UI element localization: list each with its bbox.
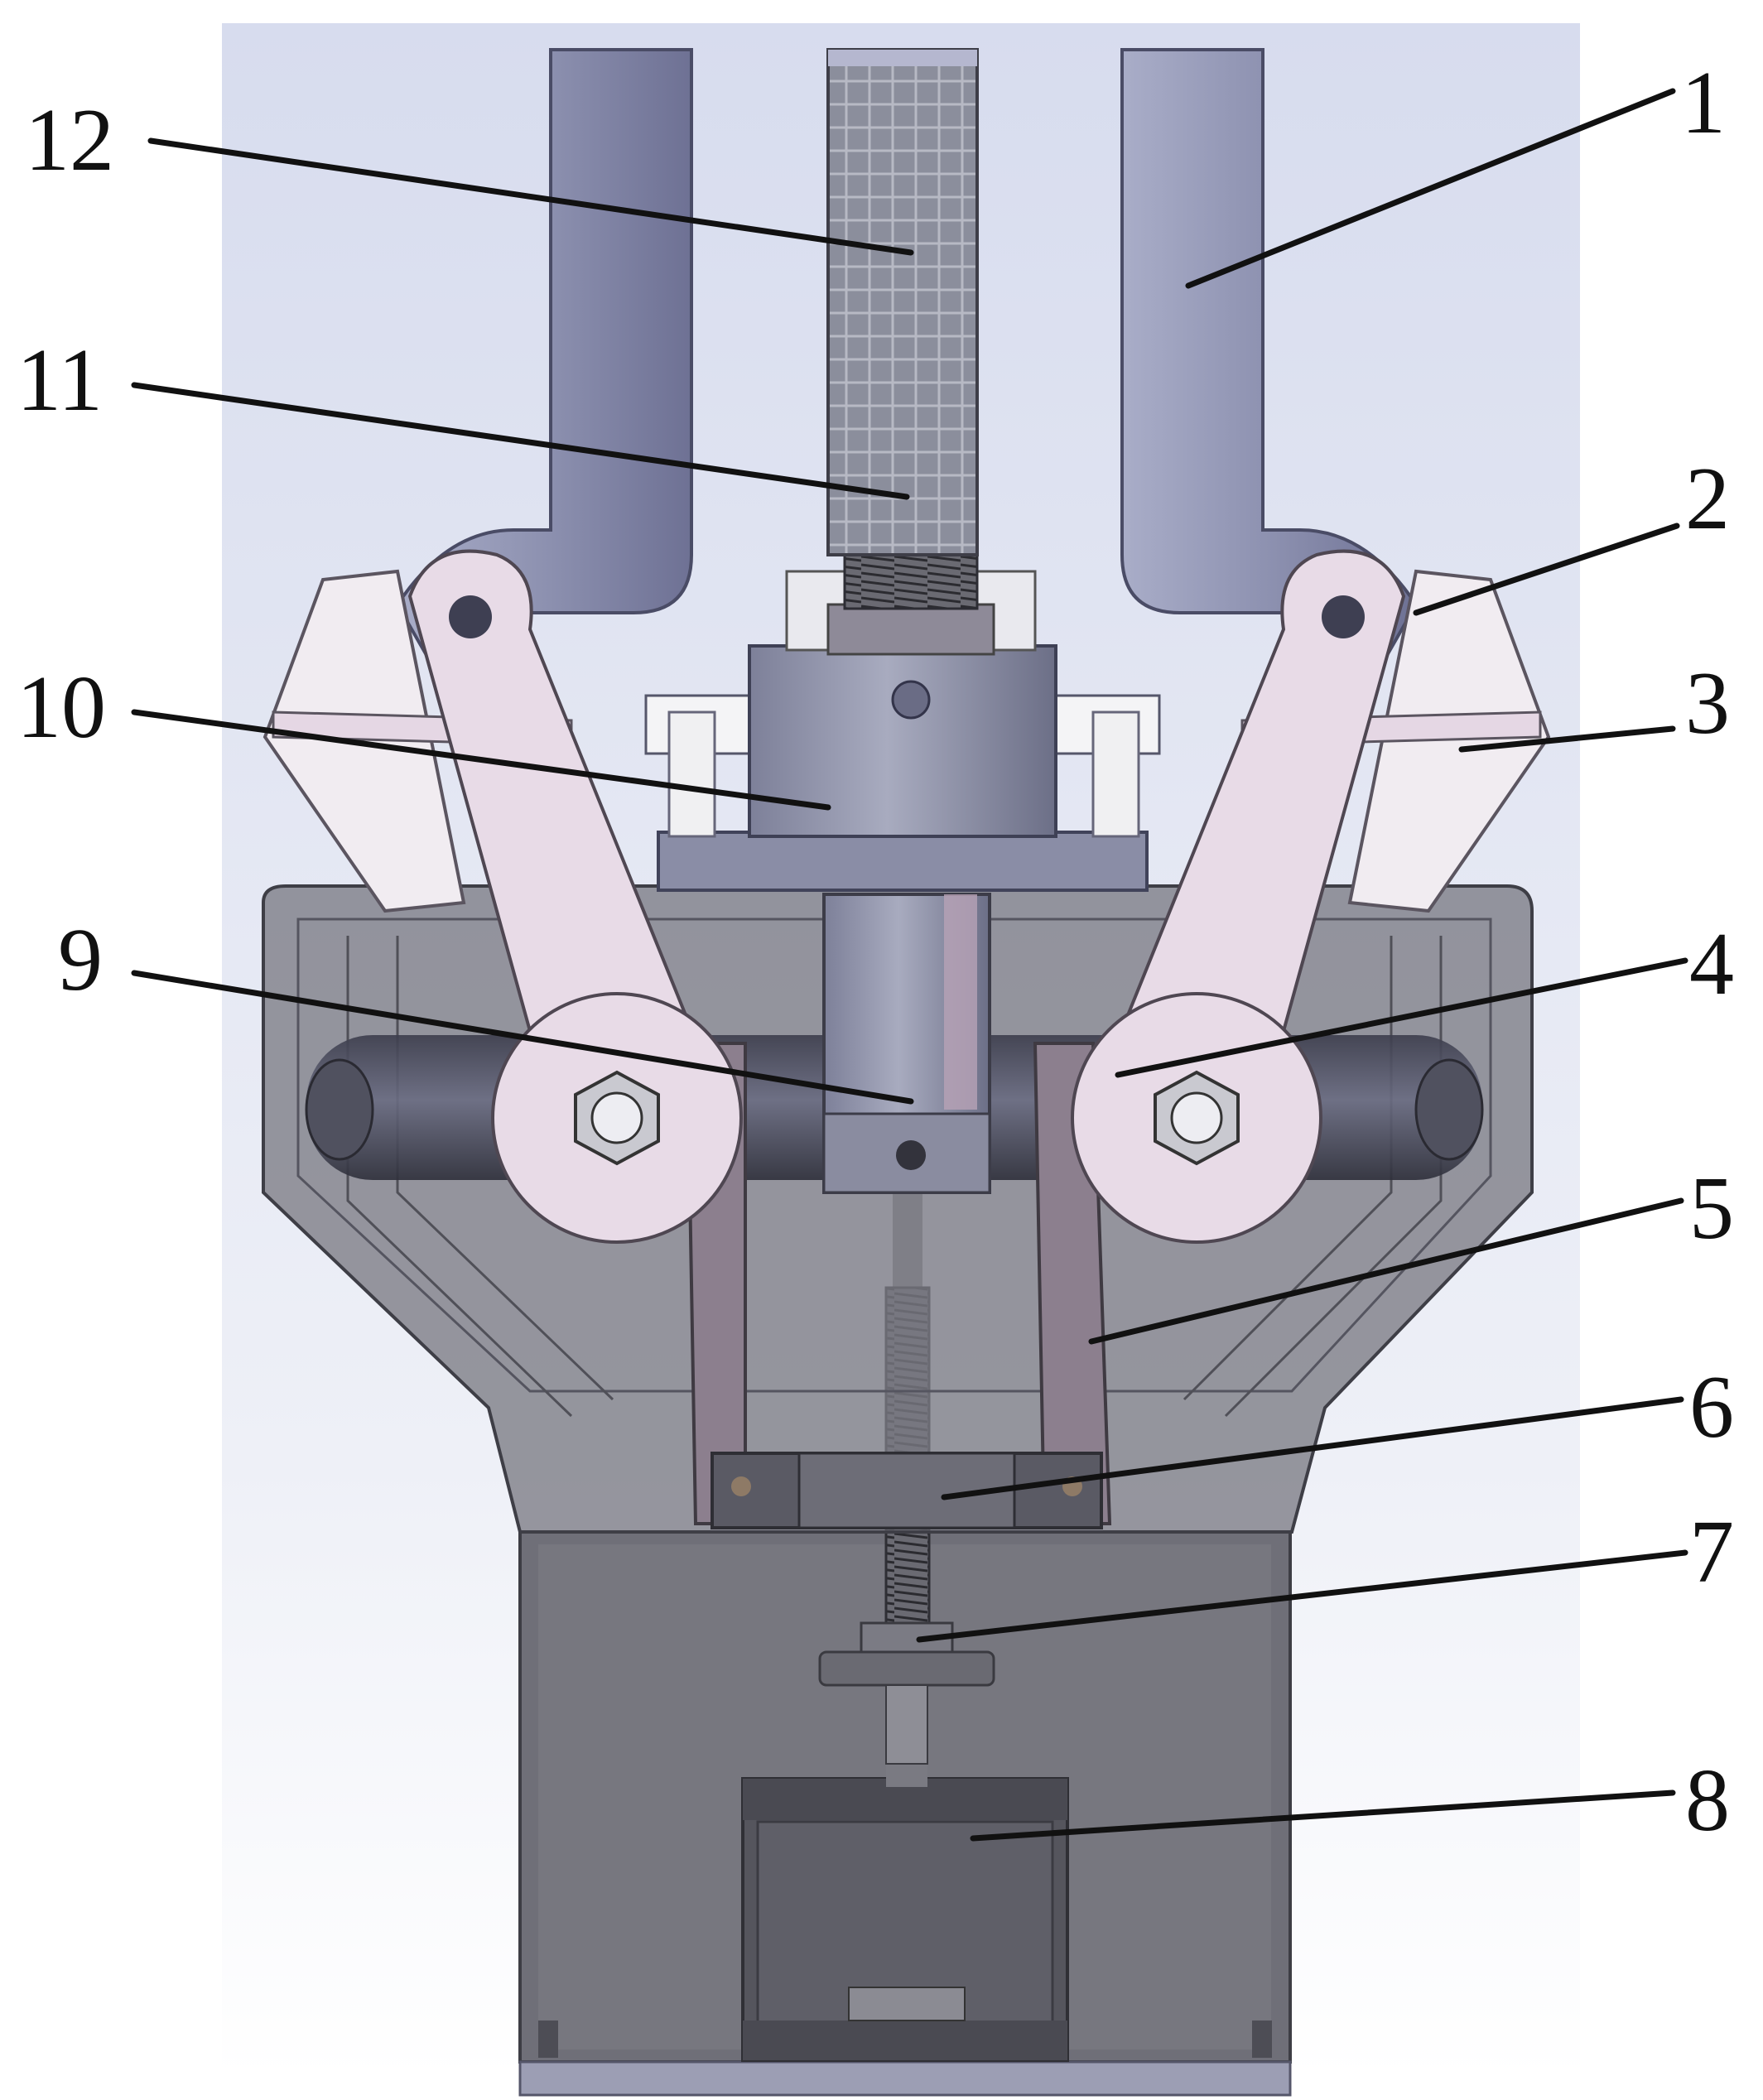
leader-8 bbox=[970, 1789, 1676, 1842]
leader-lines bbox=[131, 88, 1688, 1842]
leader-11 bbox=[131, 382, 910, 500]
callout-12: 12 bbox=[25, 91, 114, 190]
callout-3: 3 bbox=[1685, 654, 1730, 753]
callout-10: 10 bbox=[17, 658, 106, 757]
leader-9 bbox=[131, 970, 914, 1105]
flange-plate bbox=[644, 644, 1161, 892]
leader-4 bbox=[1115, 957, 1688, 1078]
leader-7 bbox=[916, 1549, 1688, 1643]
leader-1 bbox=[1185, 88, 1676, 289]
callout-1: 1 bbox=[1681, 54, 1726, 152]
leader-10 bbox=[131, 709, 831, 811]
callout-6: 6 bbox=[1689, 1358, 1734, 1457]
callout-labels: 1 2 3 4 5 6 7 8 9 10 11 12 bbox=[17, 54, 1734, 1850]
stepper-motor bbox=[741, 1762, 1069, 2062]
leader-5 bbox=[1088, 1197, 1684, 1345]
leader-3 bbox=[1458, 725, 1676, 753]
callout-8: 8 bbox=[1685, 1751, 1730, 1850]
callout-5: 5 bbox=[1689, 1159, 1734, 1258]
right-linkage bbox=[1071, 549, 1551, 1244]
screw-nut bbox=[710, 1452, 1103, 1529]
callout-9: 9 bbox=[58, 911, 103, 1009]
center-cylinder bbox=[822, 893, 991, 1194]
leader-6 bbox=[941, 1396, 1684, 1500]
callout-11: 11 bbox=[17, 331, 103, 430]
center-pad bbox=[826, 48, 979, 556]
leader-12 bbox=[147, 137, 914, 256]
callout-4: 4 bbox=[1689, 915, 1734, 1014]
leader-2 bbox=[1413, 523, 1680, 616]
callout-7: 7 bbox=[1689, 1503, 1734, 1601]
callout-2: 2 bbox=[1685, 450, 1730, 548]
